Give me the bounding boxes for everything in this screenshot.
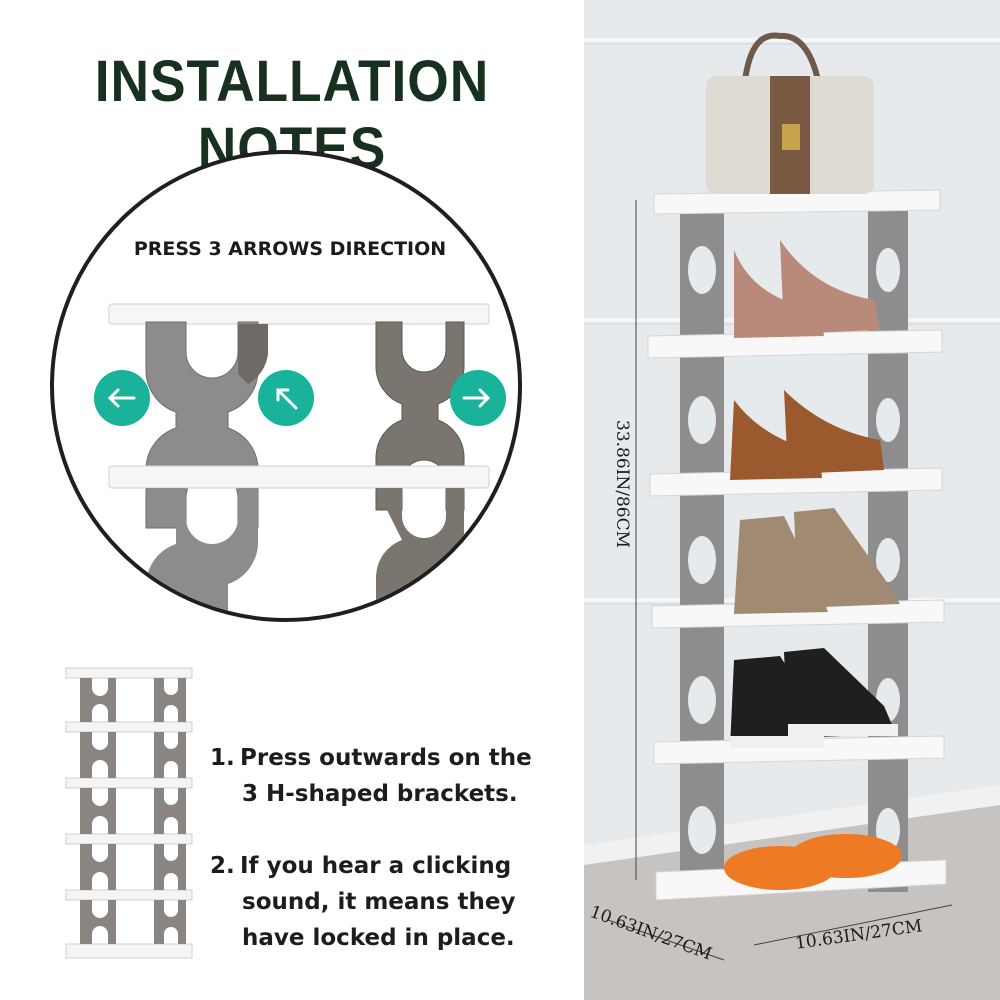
shoe-rack-photo-illustration: [584, 0, 1000, 1000]
step-2: 2.If you hear a clicking sound, it means…: [210, 848, 515, 956]
h-bracket-left-lower: [146, 488, 258, 618]
h-bracket-right-lower: [376, 488, 464, 618]
step-1-line-2: 3 H-shaped brackets.: [242, 781, 518, 807]
step-2-number: 2.: [210, 853, 235, 879]
step-1-line-1: Press outwards on the: [240, 745, 532, 771]
shelf-board-top: [108, 303, 490, 325]
step-2-line-3: have locked in place.: [242, 925, 515, 951]
detail-magnifier-circle: PRESS 3 ARROWS DIRECTION: [50, 150, 522, 622]
arrow-up-left-icon: [258, 370, 314, 426]
arrow-right-icon: [450, 370, 506, 426]
arrow-left-icon: [94, 370, 150, 426]
shelf-board-middle: [108, 465, 490, 489]
step-1: 1.Press outwards on the 3 H-shaped brack…: [210, 740, 532, 812]
shoe-rack-thumbnail: [65, 667, 193, 959]
height-dimension-label: 33.86IN/86CM: [612, 420, 632, 549]
handbag: [706, 32, 874, 194]
page-title: INSTALLATION NOTES: [94, 49, 490, 181]
product-photo: 33.86IN/86CM 10.63IN/27CM 10.63IN/27CM: [584, 0, 1000, 1000]
step-2-line-1: If you hear a clicking: [240, 853, 512, 879]
h-bracket-left-back: [238, 324, 268, 384]
step-2-line-2: sound, it means they: [242, 889, 516, 915]
circle-caption: PRESS 3 ARROWS DIRECTION: [133, 238, 447, 260]
bracket-detail-illustration: [108, 303, 490, 618]
step-1-number: 1.: [210, 745, 235, 771]
